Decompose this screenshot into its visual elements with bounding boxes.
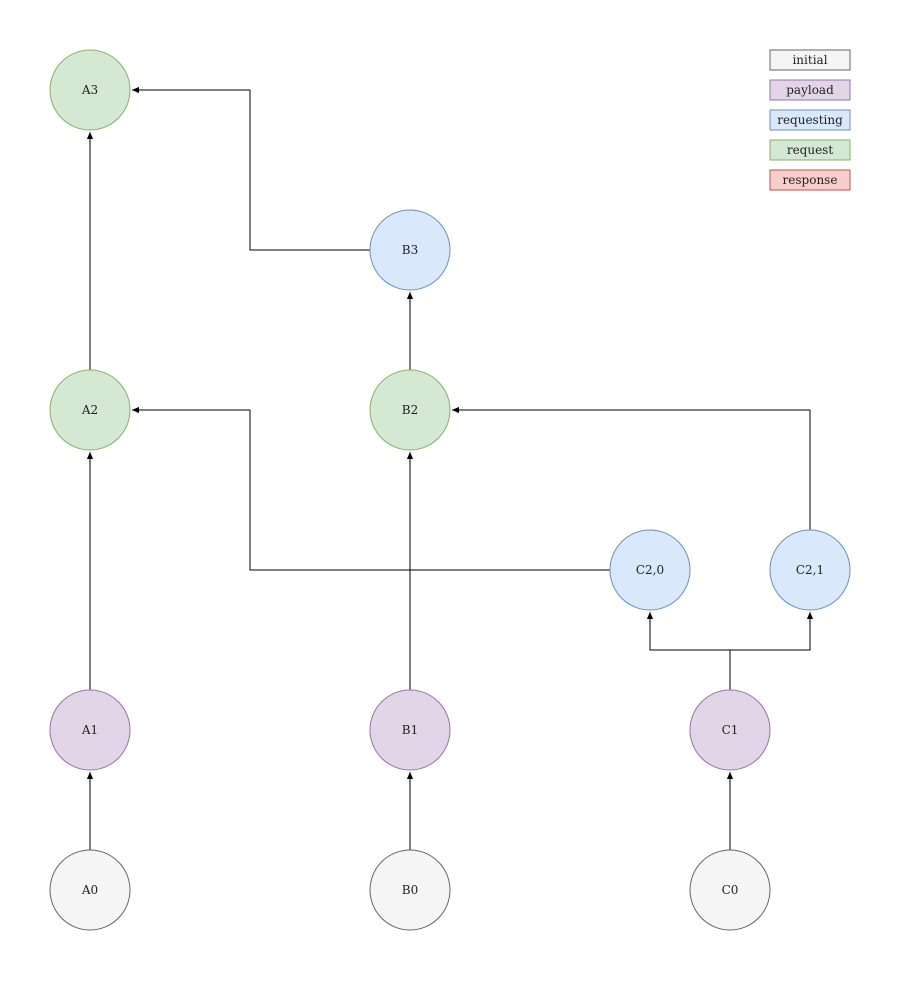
node-c2-0-label: C2,0: [636, 563, 664, 577]
nodes-layer: A3 B3 A2 B2 C2,0 C2,1 A1 B1: [49, 49, 851, 931]
node-b1-circle: [369, 689, 451, 771]
node-c1-circle: [689, 689, 771, 771]
node-a1-circle: [49, 689, 131, 771]
node-b1: B1: [369, 689, 451, 771]
legend-label-request: request: [787, 143, 834, 157]
edge-c2-0-a2: [132, 406, 610, 571]
node-a1-label: A1: [81, 723, 98, 737]
node-c2-0-circle: [609, 529, 691, 611]
node-a2-circle: [49, 369, 131, 451]
node-c1: C1: [689, 689, 771, 771]
node-a0: A0: [49, 849, 131, 931]
legend-item-initial: initial: [769, 49, 851, 71]
edge-c1-c2-1: [729, 612, 814, 690]
node-a3: A3: [49, 49, 131, 131]
node-c1-label: C1: [722, 723, 739, 737]
node-b3-label: B3: [402, 243, 418, 257]
legend-label-response: response: [783, 173, 838, 187]
node-a2-label: A2: [81, 403, 98, 417]
node-c0-circle: [689, 849, 771, 931]
legend-swatch-response: [769, 169, 851, 191]
node-b0-label: B0: [402, 883, 418, 897]
node-b3: B3: [369, 209, 451, 291]
legend-swatch-payload: [769, 79, 851, 101]
edges-layer: [86, 86, 814, 850]
node-a3-circle: [49, 49, 131, 131]
node-a3-label: A3: [81, 83, 98, 97]
legend-label-payload: payload: [786, 83, 834, 97]
node-b2: B2: [369, 369, 451, 451]
legend-item-request: request: [769, 139, 851, 161]
legend-item-response: response: [769, 169, 851, 191]
edge-c1-c2-0: [646, 612, 731, 690]
node-b0: B0: [369, 849, 451, 931]
node-c0-label: C0: [722, 883, 739, 897]
legend-swatch-request: [769, 139, 851, 161]
legend-label-initial: initial: [792, 53, 827, 67]
legend-label-requesting: requesting: [777, 113, 843, 127]
node-b2-label: B2: [402, 403, 418, 417]
node-a2: A2: [49, 369, 131, 451]
legend: initial payload requesting request respo…: [769, 49, 851, 191]
node-c2-0: C2,0: [609, 529, 691, 611]
node-a0-circle: [49, 849, 131, 931]
edge-c2-1-b2: [452, 406, 811, 530]
node-c2-1-circle: [769, 529, 851, 611]
node-c2-1-label: C2,1: [796, 563, 824, 577]
node-b0-circle: [369, 849, 451, 931]
legend-item-payload: payload: [769, 79, 851, 101]
node-a1: A1: [49, 689, 131, 771]
node-c0: C0: [689, 849, 771, 931]
node-b2-circle: [369, 369, 451, 451]
legend-swatch-initial: [769, 49, 851, 71]
legend-item-requesting: requesting: [769, 109, 851, 131]
node-b1-label: B1: [402, 723, 418, 737]
node-c2-1: C2,1: [769, 529, 851, 611]
node-a0-label: A0: [81, 883, 98, 897]
edge-b3-a3: [132, 86, 370, 251]
node-b3-circle: [369, 209, 451, 291]
legend-swatch-requesting: [769, 109, 851, 131]
